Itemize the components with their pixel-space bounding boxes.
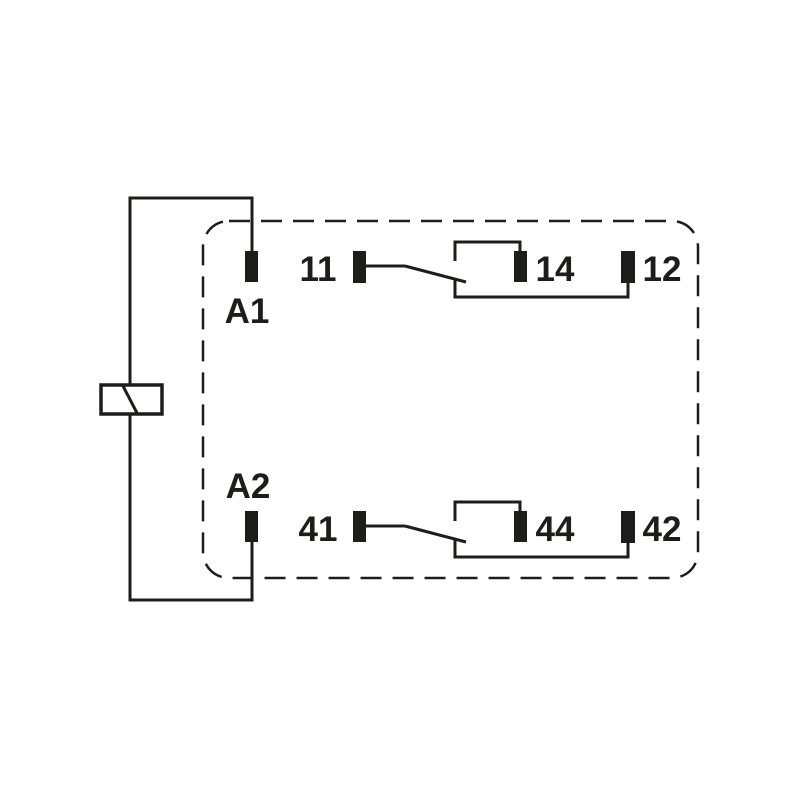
terminal-label-44: 44 [536,510,575,549]
terminal-pin-42 [621,511,635,543]
wire-contact2-lever [404,524,467,544]
wire-coil-feed-bottom [128,414,254,602]
terminal-pin-12 [621,251,635,283]
wire-contact1-lever [404,264,467,284]
coil-diagonal [121,385,139,414]
terminal-pin-11 [353,251,366,283]
wire-contact2-nc-branch [453,540,630,559]
terminal-label-42: 42 [643,510,682,549]
terminal-label-14: 14 [536,250,575,289]
terminal-label-12: 12 [643,250,682,289]
wire-coil-feed-top [128,196,254,385]
terminal-pin-A1 [245,251,258,282]
wire-contact1-no-branch [453,240,522,261]
terminal-pin-44 [514,511,527,542]
terminal-label-A2: A2 [226,467,271,506]
wire-contact2-no-branch [453,500,522,521]
terminal-label-41: 41 [299,510,338,549]
terminal-label-11: 11 [300,250,337,289]
terminal-label-A1: A1 [225,292,270,331]
terminal-pin-A2 [245,511,258,542]
terminal-pin-41 [353,511,366,542]
terminal-pin-14 [514,251,527,282]
wire-contact1-nc-branch [453,280,630,299]
